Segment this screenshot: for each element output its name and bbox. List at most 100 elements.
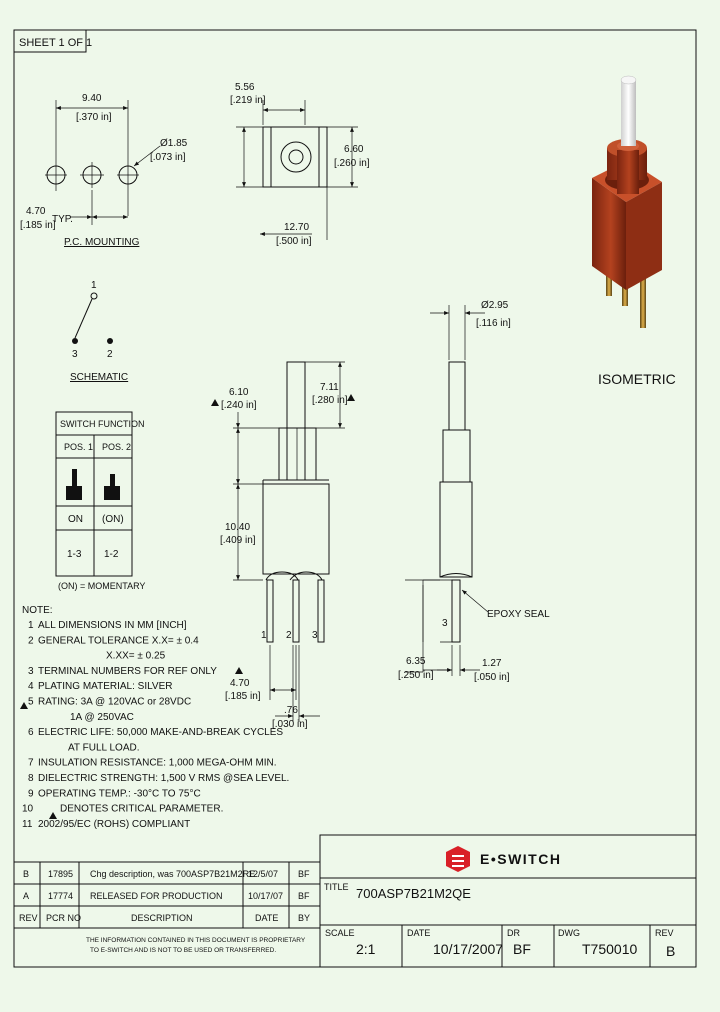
pc-mounting-label: P.C. MOUNTING [64,237,140,248]
note-number: 7 [28,758,34,769]
schematic-pin2: 2 [107,349,113,360]
revision-pcr: 17895 [48,869,73,879]
note-text: DENOTES CRITICAL PARAMETER. [60,804,223,815]
side-pin-label: 3 [442,618,448,629]
pc-typ-in: [.185 in] [20,220,56,231]
note-text: X.XX= ± 0.25 [106,651,166,662]
top-height-in: [.260 in] [334,158,370,169]
rev-header-date: DATE [255,913,278,923]
schematic-label: SCHEMATIC [70,372,128,383]
top-width-in: [.219 in] [230,95,266,106]
revision-table: B 17895 Chg description, was 700ASP7B21M2R… [13,861,321,968]
title-block: E•SWITCH TITLE 700ASP7B21M2QE SCALE 2:1 … [319,834,697,968]
brand-name: E•SWITCH [480,851,561,867]
front-body-mm: 10.40 [225,522,250,533]
note-text: AT FULL LOAD. [68,742,140,753]
side-epoxy-label: EPOXY SEAL [487,609,550,620]
pc-pitch-in: [.370 in] [76,112,112,123]
note-text: RATING: 3A @ 120VAC or 28VDC [38,697,191,708]
pc-hole-mm: Ø1.85 [160,138,188,149]
rev-value: B [666,943,675,959]
revision-rev: A [23,891,29,901]
revision-rev: B [23,869,29,879]
proprietary-line-1: THE INFORMATION CONTAINED IN THIS DOCUME… [86,937,306,944]
title-label: TITLE [324,882,349,892]
side-lever-dia-mm: Ø2.95 [481,300,509,311]
side-pint-mm: 1.27 [482,658,502,669]
front-pinw-mm: .76 [284,705,298,716]
isometric-label: ISOMETRIC [598,371,676,387]
switch-pos2: POS. 2 [102,442,131,452]
note-number: 2 [28,635,34,646]
note-text: TERMINAL NUMBERS FOR REF ONLY [38,666,217,677]
pos1-toggle-icon [66,469,82,500]
front-bush-mm: 6.10 [229,387,249,398]
rev-header-desc: DESCRIPTION [131,913,193,923]
front-bush-in: [.240 in] [221,400,257,411]
date-label: DATE [407,928,430,938]
switch-conn1: 1-3 [67,549,82,560]
switch-pos1: POS. 1 [64,442,93,452]
revision-by: BF [298,869,310,879]
top-length-in: [.500 in] [276,236,312,247]
note-number: 8 [28,773,34,784]
note-text: ALL DIMENSIONS IN MM [INCH] [38,620,187,631]
date-value: 10/17/2007 [433,941,503,957]
side-pinlen-in: [.250 in] [398,670,434,681]
pc-hole-3 [117,160,139,216]
pc-hole-2 [80,162,104,188]
revision-desc: Chg description, was 700ASP7B21M2RE [90,869,255,879]
dr-value: BF [513,941,531,957]
front-pitch-mm: 4.70 [230,678,250,689]
note-number: 11 [22,819,33,830]
note-number: 5 [28,697,34,708]
rev-header-rev: REV [19,913,38,923]
rev-header-by: BY [298,913,310,923]
critical-marker-5 [20,702,28,709]
pc-hole-in: [.073 in] [150,152,186,163]
schematic: 1 3 2 SCHEMATIC [70,280,128,383]
schematic-pin1: 1 [91,280,97,291]
dr-label: DR [507,928,520,938]
critical-marker-10 [49,812,57,819]
front-lever-in: [.280 in] [312,395,348,406]
revision-pcr: 17774 [48,891,73,901]
switch-momentary-note: (ON) = MOMENTARY [58,581,145,591]
critical-marker-bush [211,399,219,406]
switch-state1: ON [68,514,83,525]
note-number: 4 [28,681,34,692]
note-text: DIELECTRIC STRENGTH: 1,500 V RMS @SEA LE… [38,773,289,784]
revision-desc: RELEASED FOR PRODUCTION [90,891,223,901]
critical-marker-pitch [235,667,243,674]
switch-conn2: 1-2 [104,549,119,560]
side-pint-in: [.050 in] [474,672,510,683]
front-body-in: [.409 in] [220,535,256,546]
switch-function-title: SWITCH FUNCTION [60,419,145,429]
front-lever-mm: 7.11 [320,382,339,393]
note-text: 1A @ 250VAC [70,712,134,723]
front-pinw-in: [.030 in] [272,719,308,730]
brand-logo: E•SWITCH [446,846,561,872]
sheet-label-box [13,29,87,53]
note-number: 9 [28,788,34,799]
pos2-toggle-icon [104,474,120,500]
revision-date: 10/17/07 [248,891,283,901]
top-height-mm: 6.60 [344,144,364,155]
sheet-label: SHEET 1 OF 1 [19,37,92,49]
pc-typ-suffix: TYP. [52,214,73,225]
pc-mounting-view: 9.40 [.370 in] Ø1.85 [.073 in] 4.70 TYP.… [20,93,188,248]
critical-marker-lever [347,394,355,401]
rev-header-pcr: PCR NO [46,913,81,923]
notes-title: NOTE: [22,605,53,616]
note-number: 3 [28,666,34,677]
dwg-value: T750010 [582,941,637,957]
rev-label: REV [655,928,674,938]
top-length-mm: 12.70 [284,222,309,233]
pc-pitch-mm: 9.40 [82,93,102,104]
top-width-mm: 5.56 [235,82,255,93]
side-lever-dia-in: [.116 in] [476,318,511,329]
switch-function-table: SWITCH FUNCTION POS. 1 POS. 2 ON (ON) 1-… [55,411,145,591]
front-pin-label-2: 2 [286,630,292,641]
